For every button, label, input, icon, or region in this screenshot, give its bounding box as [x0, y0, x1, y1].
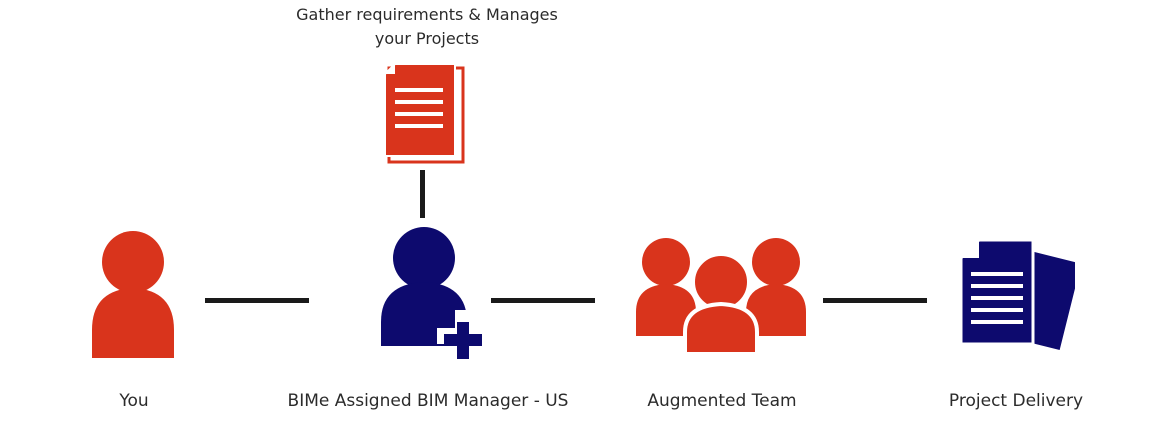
connector-vertical — [420, 170, 425, 218]
connector-3 — [823, 298, 927, 303]
node-label-bim-manager: BIMe Assigned BIM Manager - US — [287, 391, 569, 411]
connector-1 — [205, 298, 309, 303]
requirements-caption-line1: Gather requirements & Manages — [296, 5, 558, 24]
node-label-augmented-team: Augmented Team — [647, 391, 797, 411]
document-icon — [384, 63, 465, 164]
documents-icon — [959, 238, 1075, 354]
requirements-caption: Gather requirements & Manages your Proje… — [257, 3, 597, 51]
connector-2 — [491, 298, 595, 303]
person-plus-icon — [381, 227, 489, 362]
team-icon — [636, 238, 806, 356]
node-label-you: You — [119, 391, 149, 411]
person-icon — [92, 231, 174, 358]
requirements-caption-line2: your Projects — [374, 29, 480, 48]
node-label-project-delivery: Project Delivery — [948, 391, 1084, 411]
